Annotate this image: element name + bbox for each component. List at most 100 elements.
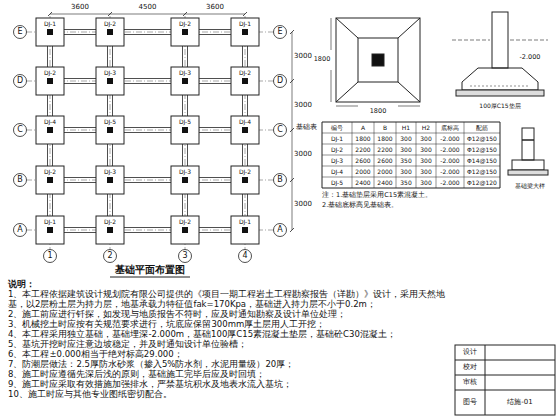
table-cell: 2200 [355, 146, 370, 153]
axis-letter: D [17, 77, 23, 86]
foundation-beam [52, 46, 53, 67]
footing-code: DJ-2 [239, 169, 251, 176]
footing-code: DJ-2 [44, 169, 56, 176]
table-cell: -2.000 [440, 135, 459, 142]
footing [36, 116, 64, 144]
foundation-beam [247, 144, 248, 166]
footing-detail-plan [331, 18, 420, 106]
footing [171, 18, 199, 46]
table-line [322, 122, 323, 188]
elevation: -2.000 [520, 54, 541, 61]
footing-code: DJ-4 [239, 119, 251, 126]
dimension-tick [290, 79, 294, 83]
column [242, 29, 248, 35]
dimension-tick [48, 12, 52, 16]
table-cell: 2000 [355, 168, 370, 175]
footing [171, 67, 199, 95]
foundation-beam [107, 144, 108, 166]
foundation-beam [64, 227, 96, 228]
foundation-beam [242, 95, 243, 116]
foundation-beam [187, 95, 188, 116]
dimension-tick [108, 12, 112, 16]
column [47, 177, 53, 183]
dimension: 3600 [71, 4, 89, 12]
foundation-beam [199, 29, 231, 30]
beam-detail [508, 128, 548, 175]
table-note: 注：1.基础垫层采用C15素混凝土。 [322, 192, 432, 199]
table-cell: -2.000 [440, 179, 459, 186]
column [107, 29, 113, 35]
column [182, 177, 188, 183]
foundation-beam [64, 29, 96, 30]
table-cell: Φ12@150 [467, 168, 497, 175]
foundation-beam [124, 34, 171, 35]
footing-code: DJ-2 [104, 219, 116, 226]
foundation-beam [187, 46, 188, 67]
table-line [322, 122, 500, 123]
title-underline [110, 277, 190, 278]
axis-number: 1 [47, 252, 52, 261]
footing [171, 166, 199, 194]
table-header: H1 [402, 124, 410, 131]
table-header: 配筋 [476, 124, 488, 131]
foundation-beam [187, 144, 188, 166]
foundation-beam [112, 194, 113, 216]
foundation-beam [124, 29, 171, 30]
foundation-beam [124, 182, 171, 183]
column [182, 78, 188, 84]
table-cell: 1800 [377, 135, 392, 142]
footing-code: DJ-1 [239, 21, 251, 28]
foundation-beam [64, 127, 96, 128]
foundation-beam [52, 194, 53, 216]
column [107, 177, 113, 183]
foundation-beam [124, 177, 171, 178]
detail-caption: 基础梁大样 [515, 183, 545, 190]
foundation-beam [199, 127, 231, 128]
table-cell: Φ14@150 [467, 157, 497, 164]
table-cell: 2600 [377, 157, 392, 164]
table-line [374, 122, 375, 188]
table-cell: 300 [420, 157, 431, 164]
foundation-beam [64, 177, 96, 178]
table-cell: -2.000 [440, 146, 459, 153]
table-cell: 300 [400, 135, 411, 142]
table-line [322, 144, 500, 145]
footing-code: DJ-2 [179, 21, 191, 28]
axis-number: 4 [242, 252, 247, 261]
column [242, 177, 248, 183]
dimension-tick [290, 128, 294, 132]
dimension-line [292, 32, 293, 230]
footing-code: DJ-3 [179, 169, 191, 176]
column [47, 78, 53, 84]
table-cell: 300 [420, 179, 431, 186]
table-cell: 2400 [377, 179, 392, 186]
column [107, 78, 113, 84]
column [242, 127, 248, 133]
foundation-beam [124, 127, 171, 128]
title-block-cell: 校对 [463, 364, 477, 372]
column [182, 227, 188, 233]
foundation-beam [124, 227, 171, 228]
footing [36, 166, 64, 194]
footing [96, 216, 124, 244]
axis-number: 3 [182, 252, 187, 261]
table-line [322, 188, 500, 189]
axis-letter: C [17, 126, 23, 135]
table-line [436, 122, 437, 188]
table-line [322, 133, 500, 134]
note-line: 4、本工程采用独立基础，基础埋深-2.000m，基础100厚C15素混凝土垫层，… [8, 329, 450, 339]
table-cell: DJ-5 [331, 179, 343, 186]
note-line: 7、防潮层做法：2.5厚防水砂浆（掺入5%防水剂，水泥用量级）20厚； [8, 359, 450, 369]
foundation-beam [182, 95, 183, 116]
foundation-beam [182, 46, 183, 67]
table-line [416, 122, 417, 188]
foundation-beam [64, 232, 96, 233]
dimension: 3000 [294, 201, 312, 209]
footing-code: DJ-5 [104, 119, 116, 126]
note-line: 3、机械挖土时应按有关规范要求进行，坑底应保留300mm厚土层用人工开挖； [8, 319, 450, 329]
foundation-beam [47, 95, 48, 116]
axis-bubble [14, 224, 27, 237]
foundation-beam [47, 194, 48, 216]
table-line [322, 177, 500, 178]
footing [171, 216, 199, 244]
